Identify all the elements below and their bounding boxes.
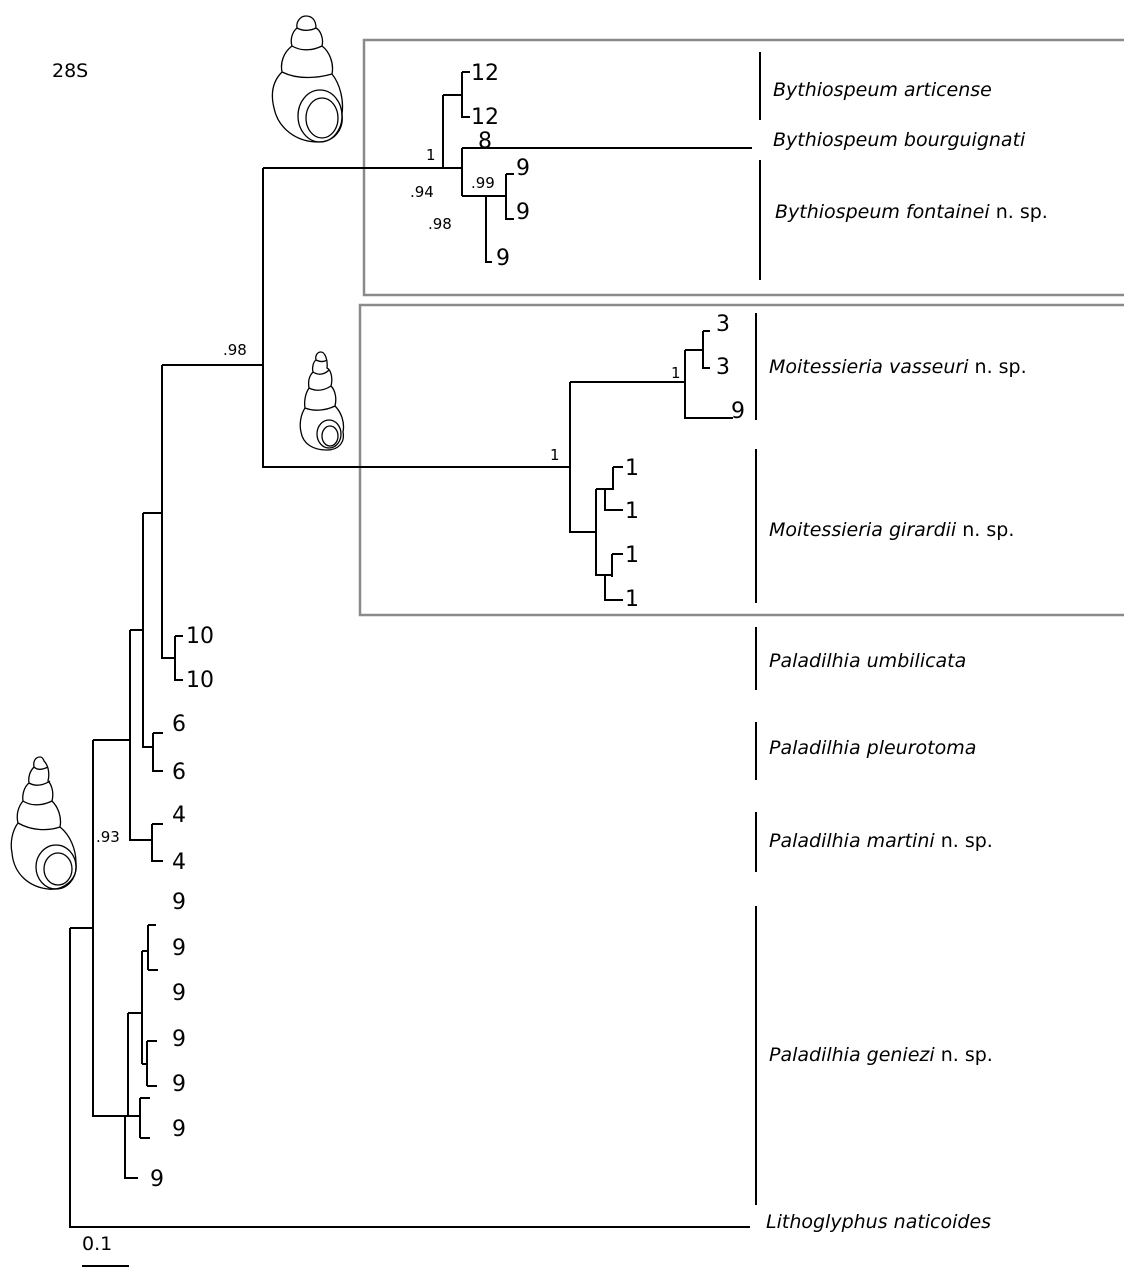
tip-label: 4 (172, 803, 186, 828)
species-label: Bythiospeum articense (773, 79, 992, 101)
moitessieria-node (570, 382, 596, 532)
tip-label: 12 (471, 61, 499, 86)
tip-label: 6 (172, 760, 186, 785)
species-label: Lithoglyphus naticoides (766, 1211, 991, 1233)
species-label: Paladilhia pleurotoma (769, 737, 976, 759)
species-label: Paladilhia geniezi n. sp. (769, 1044, 993, 1066)
tip-label: 9 (172, 936, 186, 961)
node-c (143, 513, 148, 747)
species-label: Bythiospeum fontainei n. sp. (775, 201, 1048, 223)
species-label: Moitessieria girardii n. sp. (769, 519, 1014, 541)
support-value: .99 (471, 174, 495, 192)
support-value: .98 (428, 215, 452, 233)
node-b (130, 630, 148, 840)
tip-label: 9 (172, 981, 186, 1006)
tip-label: 3 (716, 312, 730, 337)
tip-label: 9 (150, 1167, 164, 1192)
martini-node (152, 824, 163, 861)
moitessieria-shell-icon (300, 352, 343, 450)
tip-label: 1 (625, 587, 639, 612)
tip-label: 9 (496, 246, 510, 271)
support-value: 1 (671, 364, 681, 382)
support-value: 1 (426, 146, 436, 164)
moitessieria-box (360, 305, 1124, 615)
bythiospeum-shell-icon (272, 16, 342, 142)
marker-label: 28S (52, 60, 88, 82)
pleurotoma-node (153, 733, 163, 771)
support-value: .98 (223, 341, 247, 359)
node-d (162, 365, 175, 658)
species-bars (756, 52, 760, 1205)
tip-label: 1 (625, 543, 639, 568)
tree-branches (70, 72, 752, 1227)
tip-label: 9 (172, 1027, 186, 1052)
tip-label: 3 (716, 355, 730, 380)
fontainei-inner-node (506, 174, 514, 219)
tip-label: 1 (625, 499, 639, 524)
support-value: .94 (410, 183, 434, 201)
tip-label: 8 (478, 129, 492, 154)
tip-label: 10 (186, 668, 214, 693)
tip-label: 4 (172, 850, 186, 875)
tip-label: 12 (471, 105, 499, 130)
support-value: .93 (96, 828, 120, 846)
articense-node (462, 72, 470, 117)
scale-bar-label: 0.1 (82, 1233, 112, 1255)
tip-label: 10 (186, 624, 214, 649)
geniezi-node (125, 1116, 138, 1178)
node-a (93, 740, 125, 1116)
umbilicata-node (175, 636, 183, 680)
tip-label: 1 (625, 456, 639, 481)
species-label: Bythiospeum bourguignati (773, 129, 1026, 151)
tip-label: 9 (172, 1117, 186, 1142)
species-labels: Bythiospeum articense Bythiospeum bourgu… (766, 79, 1048, 1233)
paladilhia-shell-icon (11, 757, 76, 889)
girardii-node (596, 489, 605, 575)
support-value: 1 (550, 446, 560, 464)
tip-label: 6 (172, 712, 186, 737)
support-values: 1 .94 .98 .99 .98 1 1 .93 (96, 146, 681, 846)
tip-label: 9 (731, 399, 745, 424)
tip-label: 9 (516, 200, 530, 225)
tip-label: 9 (172, 1072, 186, 1097)
fontainei-node (486, 196, 492, 262)
tip-label: 9 (516, 156, 530, 181)
species-label: Paladilhia martini n. sp. (769, 830, 993, 852)
tip-label: 9 (172, 890, 186, 915)
species-label: Moitessieria vasseuri n. sp. (769, 356, 1027, 378)
species-label: Paladilhia umbilicata (769, 650, 966, 672)
